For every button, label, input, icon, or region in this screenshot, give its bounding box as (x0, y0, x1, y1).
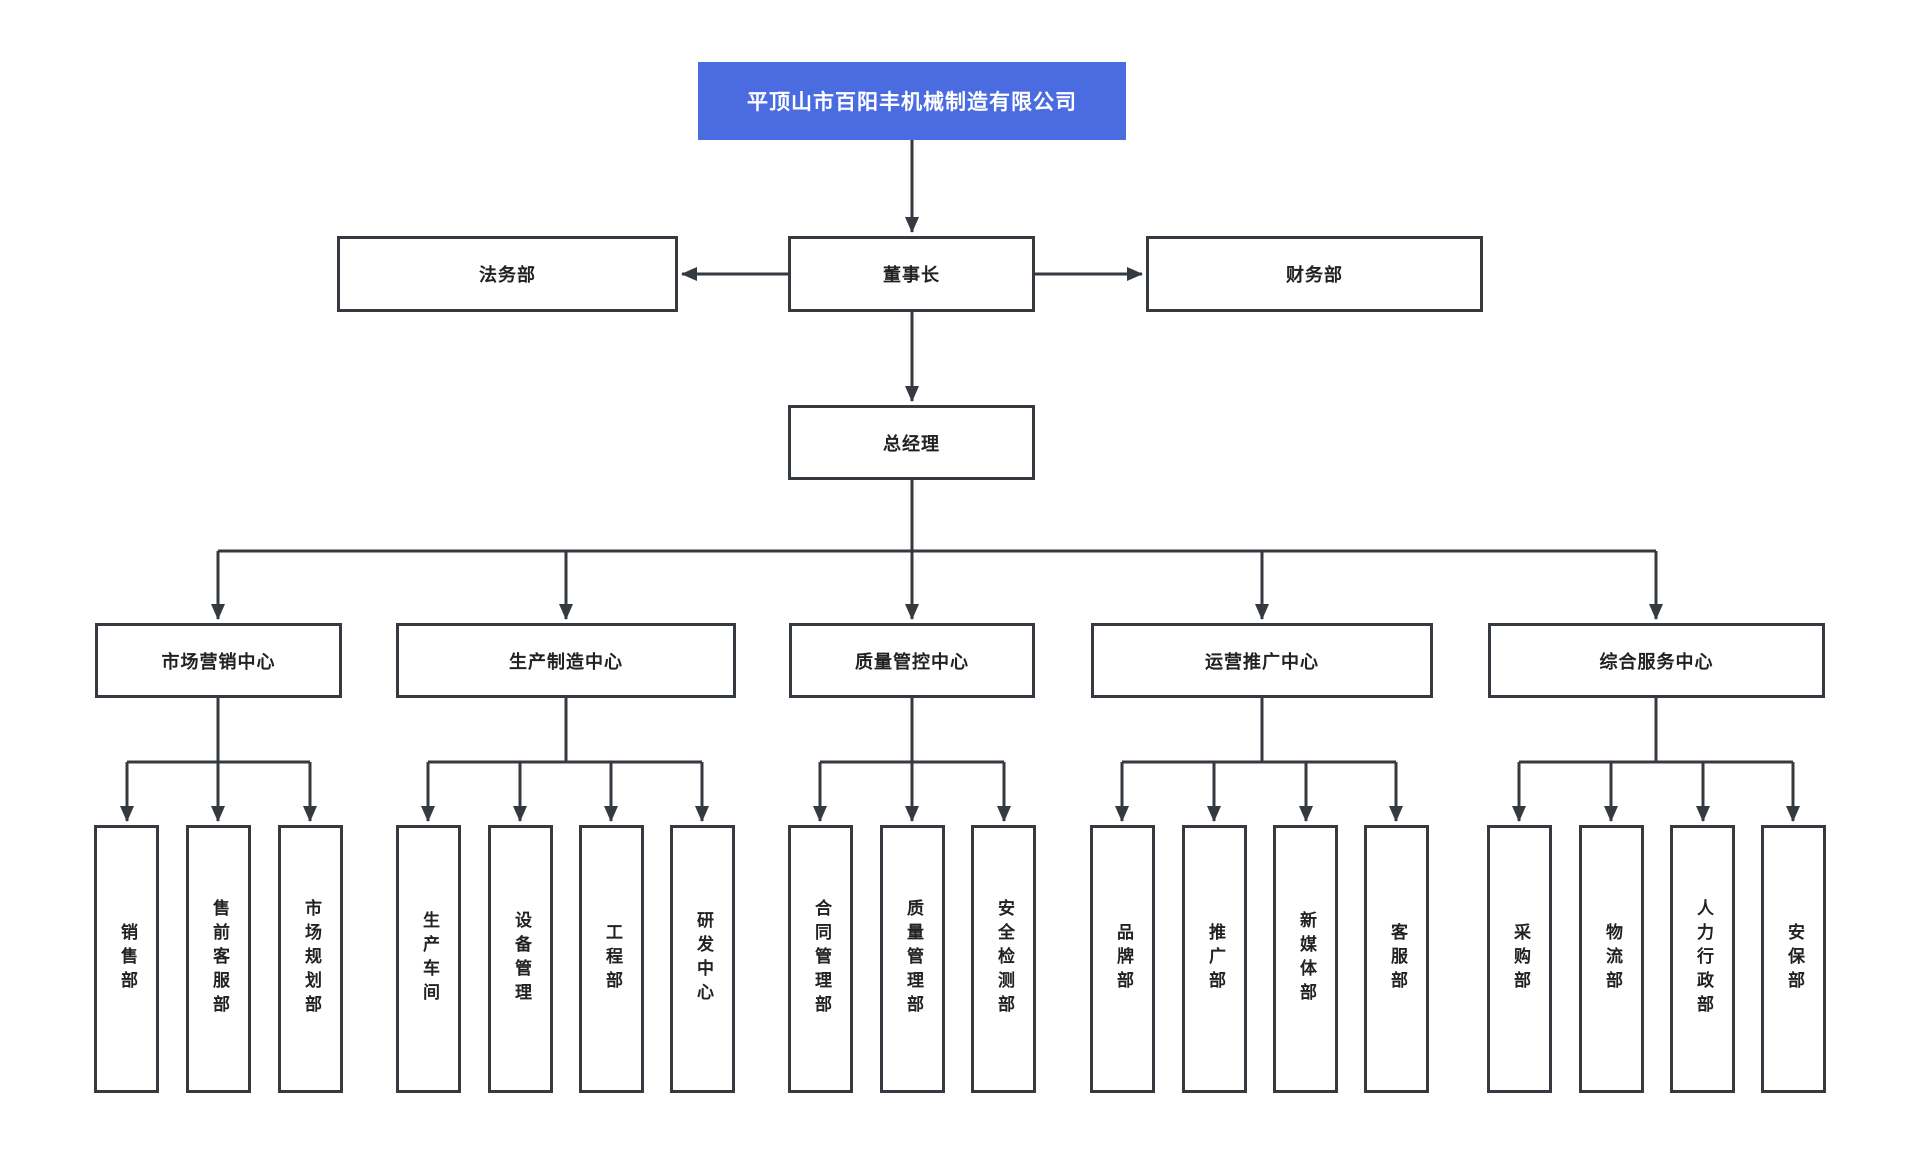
node-company: 平顶山市百阳丰机械制造有限公司 (698, 62, 1126, 140)
dept-label: 市场规划部 (301, 899, 321, 1019)
dept-label: 研发中心 (693, 911, 713, 1007)
node-dept-new-media: 新媒体部 (1273, 825, 1338, 1093)
node-legal-dept: 法务部 (337, 236, 678, 312)
node-dept-rnd-center: 研发中心 (670, 825, 735, 1093)
node-dept-logistics: 物流部 (1579, 825, 1644, 1093)
node-chairman: 董事长 (788, 236, 1035, 312)
node-center-quality: 质量管控中心 (789, 623, 1035, 698)
dept-label: 质量管理部 (903, 899, 923, 1019)
node-dept-promotion: 推广部 (1182, 825, 1247, 1093)
dept-label: 品牌部 (1113, 923, 1133, 995)
dept-label: 设备管理 (511, 911, 531, 1007)
node-dept-presales-service: 售前客服部 (186, 825, 251, 1093)
dept-label: 客服部 (1387, 923, 1407, 995)
node-center-production: 生产制造中心 (396, 623, 736, 698)
node-finance-dept: 财务部 (1146, 236, 1483, 312)
node-dept-contract-mgmt: 合同管理部 (788, 825, 853, 1093)
node-dept-sales: 销售部 (94, 825, 159, 1093)
dept-label: 生产车间 (419, 911, 439, 1007)
dept-label: 人力行政部 (1693, 899, 1713, 1019)
dept-label: 工程部 (602, 923, 622, 995)
node-dept-security: 安保部 (1761, 825, 1826, 1093)
node-dept-quality-mgmt: 质量管理部 (880, 825, 945, 1093)
node-dept-market-planning: 市场规划部 (278, 825, 343, 1093)
node-center-operations: 运营推广中心 (1091, 623, 1433, 698)
node-dept-production-workshop: 生产车间 (396, 825, 461, 1093)
node-dept-customer-service: 客服部 (1364, 825, 1429, 1093)
node-dept-brand: 品牌部 (1090, 825, 1155, 1093)
dept-label: 推广部 (1205, 923, 1225, 995)
node-dept-hr-admin: 人力行政部 (1670, 825, 1735, 1093)
dept-label: 售前客服部 (209, 899, 229, 1019)
node-general-manager: 总经理 (788, 405, 1035, 480)
dept-label: 销售部 (117, 923, 137, 995)
node-center-marketing: 市场营销中心 (95, 623, 342, 698)
dept-label: 新媒体部 (1296, 911, 1316, 1007)
node-dept-procurement: 采购部 (1487, 825, 1552, 1093)
node-dept-engineering: 工程部 (579, 825, 644, 1093)
dept-label: 采购部 (1510, 923, 1530, 995)
dept-label: 物流部 (1602, 923, 1622, 995)
node-dept-equipment-mgmt: 设备管理 (488, 825, 553, 1093)
dept-label: 合同管理部 (811, 899, 831, 1019)
dept-label: 安保部 (1784, 923, 1804, 995)
node-center-services: 综合服务中心 (1488, 623, 1825, 698)
connector-group (120, 140, 1800, 822)
dept-label: 安全检测部 (994, 899, 1014, 1019)
node-dept-safety-testing: 安全检测部 (971, 825, 1036, 1093)
